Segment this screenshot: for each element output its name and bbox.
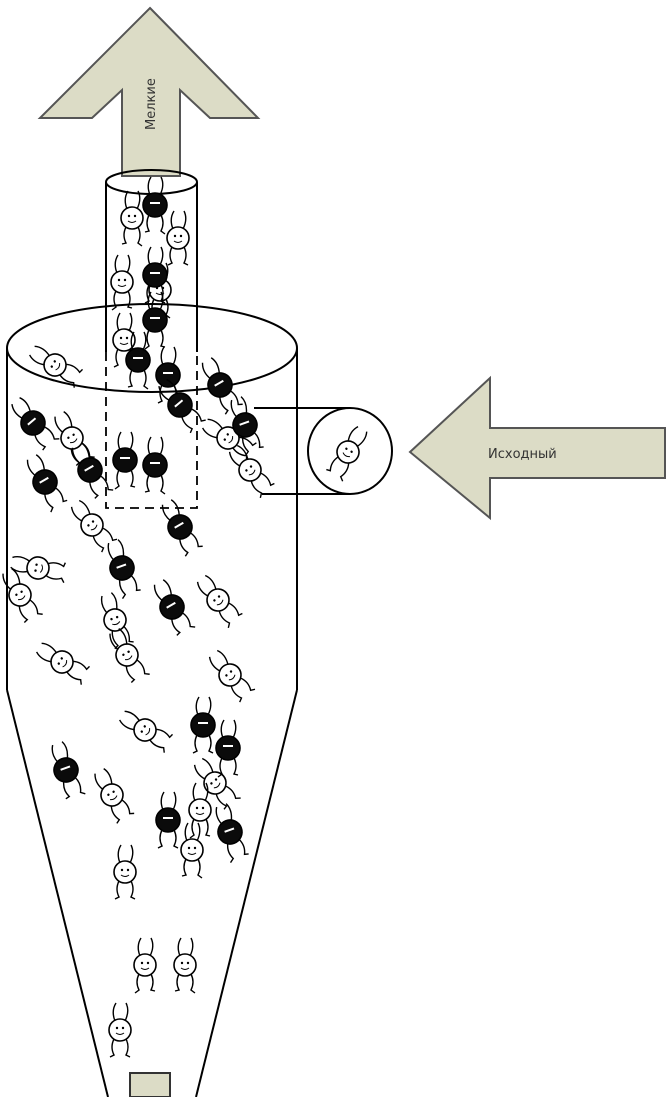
light-particle <box>111 255 133 310</box>
dark-particle <box>148 577 197 638</box>
light-particle <box>224 442 276 498</box>
light-particle <box>174 938 196 993</box>
light-particle <box>116 707 175 754</box>
light-particles-group <box>0 191 371 1057</box>
dark-particles-group <box>6 177 266 863</box>
light-particle <box>114 845 136 899</box>
dark-particle <box>216 720 240 777</box>
dark-particle <box>113 432 137 489</box>
dark-particle <box>66 440 115 501</box>
dark-particle <box>156 792 180 848</box>
light-particle <box>66 497 118 553</box>
light-particle <box>104 626 151 685</box>
dark-particle <box>143 437 167 494</box>
fines-arrow-label: Мелкие <box>144 78 159 130</box>
dark-particle <box>156 497 205 557</box>
light-particle <box>33 639 92 686</box>
dark-particle <box>143 177 167 234</box>
light-particle <box>95 591 134 649</box>
light-particle <box>89 766 135 824</box>
light-particle <box>109 1003 131 1057</box>
dark-particle <box>191 697 215 753</box>
dark-particle <box>45 740 87 802</box>
dark-particle <box>209 802 251 864</box>
dark-particle <box>196 355 245 415</box>
light-particle <box>134 938 156 993</box>
feed-arrow-label: Исходный <box>488 447 557 462</box>
fines-output-arrow: Мелкие <box>40 8 258 176</box>
light-particle <box>10 552 68 583</box>
underflow-outlet <box>130 1073 170 1097</box>
dark-particle <box>101 538 143 600</box>
feed-inlet <box>254 408 392 494</box>
light-particle <box>204 647 256 703</box>
light-particle <box>324 423 371 482</box>
light-particle <box>192 572 244 628</box>
light-particle <box>121 191 143 246</box>
dark-particle <box>6 394 61 453</box>
feed-input-arrow: Исходный <box>410 378 665 518</box>
dark-particle <box>21 452 70 513</box>
light-particle <box>167 211 189 265</box>
